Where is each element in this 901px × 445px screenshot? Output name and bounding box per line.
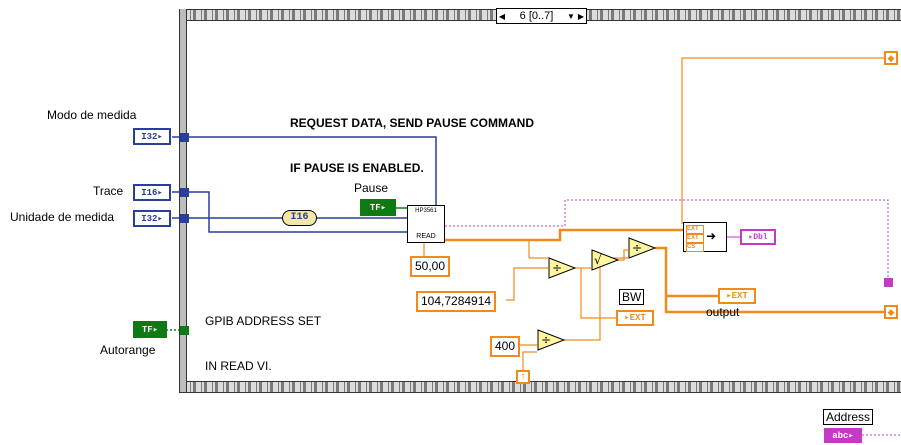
divide-icon-1: ÷: [552, 261, 562, 275]
build-array-node[interactable]: EXT EXT CS ➜: [683, 222, 727, 252]
frame-selector[interactable]: ◀ 6 [0..7] ▼ ▶: [496, 8, 587, 24]
frame-bottom-border: [179, 381, 901, 393]
tunnel-pink-right: [884, 278, 893, 287]
bw-label: BW: [619, 289, 645, 305]
build-array-input-3: CS: [686, 243, 704, 252]
divide-icon-3: ÷: [541, 333, 551, 347]
wire-div1-bw: [580, 268, 616, 319]
build-array-input-1: EXT: [686, 225, 704, 234]
wire-c1-div: [424, 239, 530, 258]
bw-ext: EXT: [629, 313, 646, 323]
selector-increment-icon[interactable]: ▶: [577, 11, 585, 21]
divide-primitive-3[interactable]: ÷: [537, 329, 565, 351]
dbl-indicator[interactable]: ▸Dbl: [740, 229, 776, 245]
selector-dropdown-icon[interactable]: ▼: [567, 11, 575, 21]
build-array-input-2: EXT: [686, 234, 704, 243]
tunnel-trace: [180, 188, 189, 197]
wire-c2: [506, 267, 548, 301]
frame-left-border: [179, 9, 187, 392]
output-label: output: [706, 305, 740, 319]
tunnel-output-right: ◆: [884, 305, 898, 319]
autorange-control[interactable]: TF▸: [133, 321, 167, 338]
constant-50[interactable]: 50,00: [410, 256, 451, 277]
tunnel-autorange: [180, 326, 189, 335]
wire-small: [522, 351, 537, 372]
unidade-type: I32: [141, 213, 158, 224]
wire-modo: [172, 136, 437, 206]
to-i16-convert[interactable]: I16: [282, 210, 317, 226]
tunnel-unidade: [180, 214, 189, 223]
selector-decrement-icon[interactable]: ◀: [498, 11, 506, 21]
modo-label: Modo de medida: [47, 108, 137, 122]
comment-request-line2: IF PAUSE IS ENABLED.: [290, 161, 424, 175]
unidade-control[interactable]: I32▸: [133, 210, 171, 227]
subvi-title: HP3561: [415, 208, 437, 214]
output-ext: EXT: [731, 291, 748, 301]
divide-icon-2: ÷: [632, 241, 642, 255]
constant-104[interactable]: 104,7284914: [416, 291, 497, 312]
wire-output-main: [655, 246, 886, 314]
comment-gpib: GPIB ADDRESS SET IN READ VI.: [205, 284, 321, 389]
modo-control[interactable]: I32▸: [133, 128, 171, 145]
address-type: abc: [832, 430, 849, 441]
comment-gpib-line1: GPIB ADDRESS SET: [205, 314, 322, 328]
trace-type: I16: [141, 187, 158, 198]
pause-control[interactable]: TF▸: [360, 199, 396, 216]
address-label: Address: [823, 409, 874, 425]
pause-label: Pause: [354, 181, 389, 195]
wire-sqrt: [617, 249, 628, 261]
address-control[interactable]: abc▸: [824, 428, 862, 443]
trace-label: Trace: [93, 184, 124, 198]
wire-trace: [172, 191, 408, 233]
divide-primitive-2[interactable]: ÷: [628, 237, 656, 259]
comment-request-line1: REQUEST DATA, SEND PAUSE COMMAND: [290, 116, 535, 130]
to-i16-label: I16: [290, 212, 309, 223]
autorange-label: Autorange: [100, 343, 156, 357]
wire-string: [445, 199, 889, 282]
tunnel-bottom: ↑: [516, 370, 530, 384]
wire-top: [681, 57, 886, 224]
subvi-footer: READ: [416, 233, 436, 240]
modo-type: I32: [141, 131, 158, 142]
unidade-label: Unidade de medida: [10, 210, 115, 224]
comment-request: REQUEST DATA, SEND PAUSE COMMAND IF PAUS…: [290, 86, 534, 191]
sqrt-primitive[interactable]: √: [591, 249, 619, 271]
comment-gpib-line2: IN READ VI.: [205, 359, 272, 373]
tunnel-modo: [180, 133, 189, 142]
tunnel-top-right: ◆: [884, 51, 898, 65]
selector-label: 6 [0..7]: [519, 10, 554, 22]
bundle-arrow-icon: ➜: [706, 229, 717, 243]
trace-control[interactable]: I16▸: [133, 184, 171, 201]
bw-indicator[interactable]: ▸EXT: [616, 310, 654, 326]
output-indicator[interactable]: ▸EXT: [718, 288, 756, 304]
autorange-type: TF: [141, 324, 153, 335]
hp3561-read-subvi[interactable]: HP3561 READ: [407, 205, 445, 243]
constant-400[interactable]: 400: [490, 336, 521, 357]
pause-type: TF: [369, 202, 381, 213]
sqrt-icon: √: [594, 253, 602, 267]
dbl-label: Dbl: [753, 232, 768, 242]
divide-primitive-1[interactable]: ÷: [548, 257, 576, 279]
